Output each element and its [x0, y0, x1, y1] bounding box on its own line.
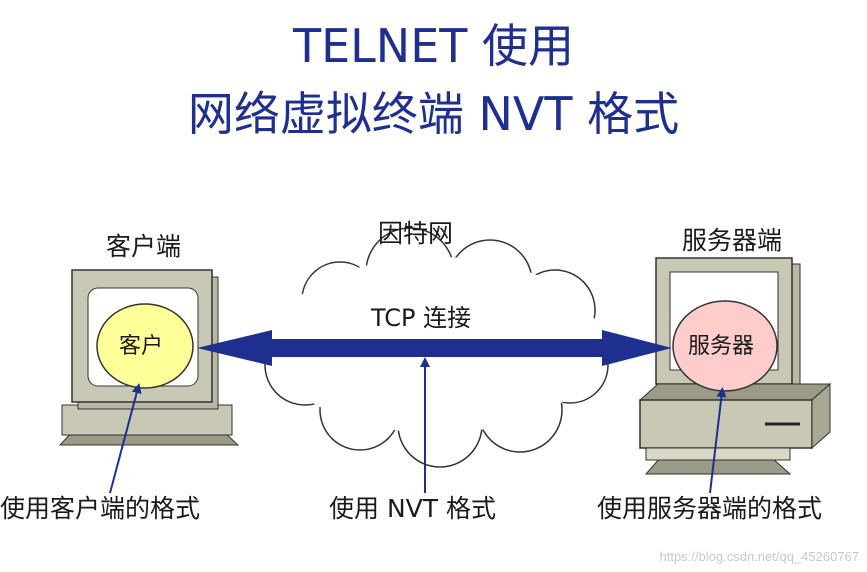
server-side-label: 服务器端 [682, 226, 783, 255]
title-line-1: TELNET 使用 [293, 19, 574, 73]
server-label: 服务器 [688, 334, 755, 359]
client-label: 客户 [119, 334, 164, 359]
server-format-label: 使用服务器端的格式 [597, 494, 823, 523]
nvt-format-label: 使用 NVT 格式 [329, 494, 496, 523]
internet-label: 因特网 [378, 219, 454, 248]
server-format-pointer [709, 387, 727, 494]
title-line-2: 网络虚拟终端 NVT 格式 [187, 87, 680, 141]
client-oval [96, 303, 194, 389]
watermark: https://blog.csdn.net/qq_45260767 [659, 549, 860, 564]
client-side-label: 客户端 [106, 232, 182, 261]
client-format-pointer [109, 383, 142, 494]
tcp-connection-arrow [197, 330, 672, 366]
tcp-connection-label: TCP 连接 [371, 304, 472, 332]
client-format-label: 使用客户端的格式 [0, 494, 201, 523]
